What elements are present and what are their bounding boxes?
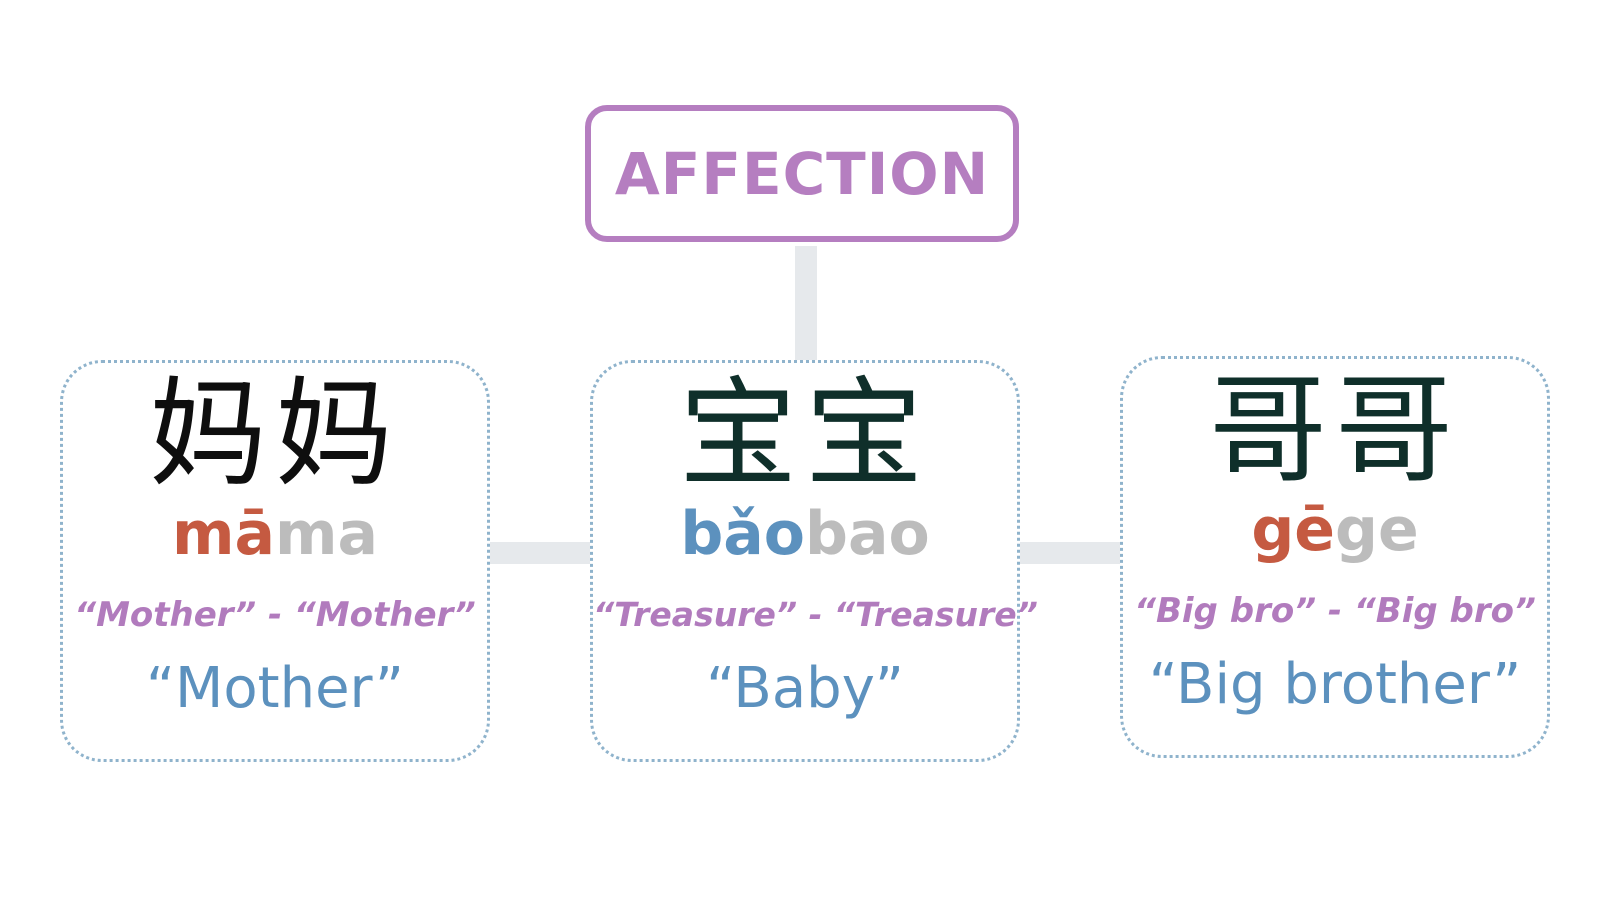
connector-center-to-right — [1017, 542, 1123, 564]
connector-category-to-center — [795, 246, 817, 361]
pinyin: gēge — [1123, 497, 1547, 563]
pinyin-first-syllable: gē — [1251, 495, 1335, 565]
literal-translation: “Mother” - “Mother” — [74, 595, 476, 635]
meaning: “Mother” — [146, 656, 404, 721]
pinyin: bǎobao — [593, 501, 1017, 567]
hanzi-characters: 哥哥 — [1208, 361, 1461, 499]
hanzi-characters: 宝宝 — [678, 365, 931, 503]
pinyin-repeat-syllable: ma — [275, 499, 379, 569]
category-node: AFFECTION — [585, 105, 1019, 242]
pinyin-repeat-syllable: bao — [805, 499, 930, 569]
literal-translation: “Big bro” - “Big bro” — [1134, 591, 1536, 631]
term-card-baobao: 宝宝 bǎobao “Treasure” - “Treasure” “Baby” — [590, 360, 1038, 762]
pinyin-first-syllable: mā — [171, 499, 275, 569]
hanzi-characters: 妈妈 — [148, 365, 401, 503]
meaning: “Baby” — [706, 656, 904, 721]
term-card-mama: 妈妈 māma “Mother” - “Mother” “Mother” — [60, 360, 490, 762]
category-label: AFFECTION — [614, 139, 990, 208]
pinyin-first-syllable: bǎo — [680, 499, 805, 569]
meaning: “Big brother” — [1148, 652, 1522, 717]
literal-translation: “Treasure” - “Treasure” — [593, 595, 1038, 634]
pinyin: māma — [63, 501, 487, 567]
term-card-gege: 哥哥 gēge “Big bro” - “Big bro” “Big broth… — [1120, 356, 1550, 758]
connector-left-to-center — [488, 542, 593, 564]
pinyin-repeat-syllable: ge — [1335, 495, 1419, 565]
